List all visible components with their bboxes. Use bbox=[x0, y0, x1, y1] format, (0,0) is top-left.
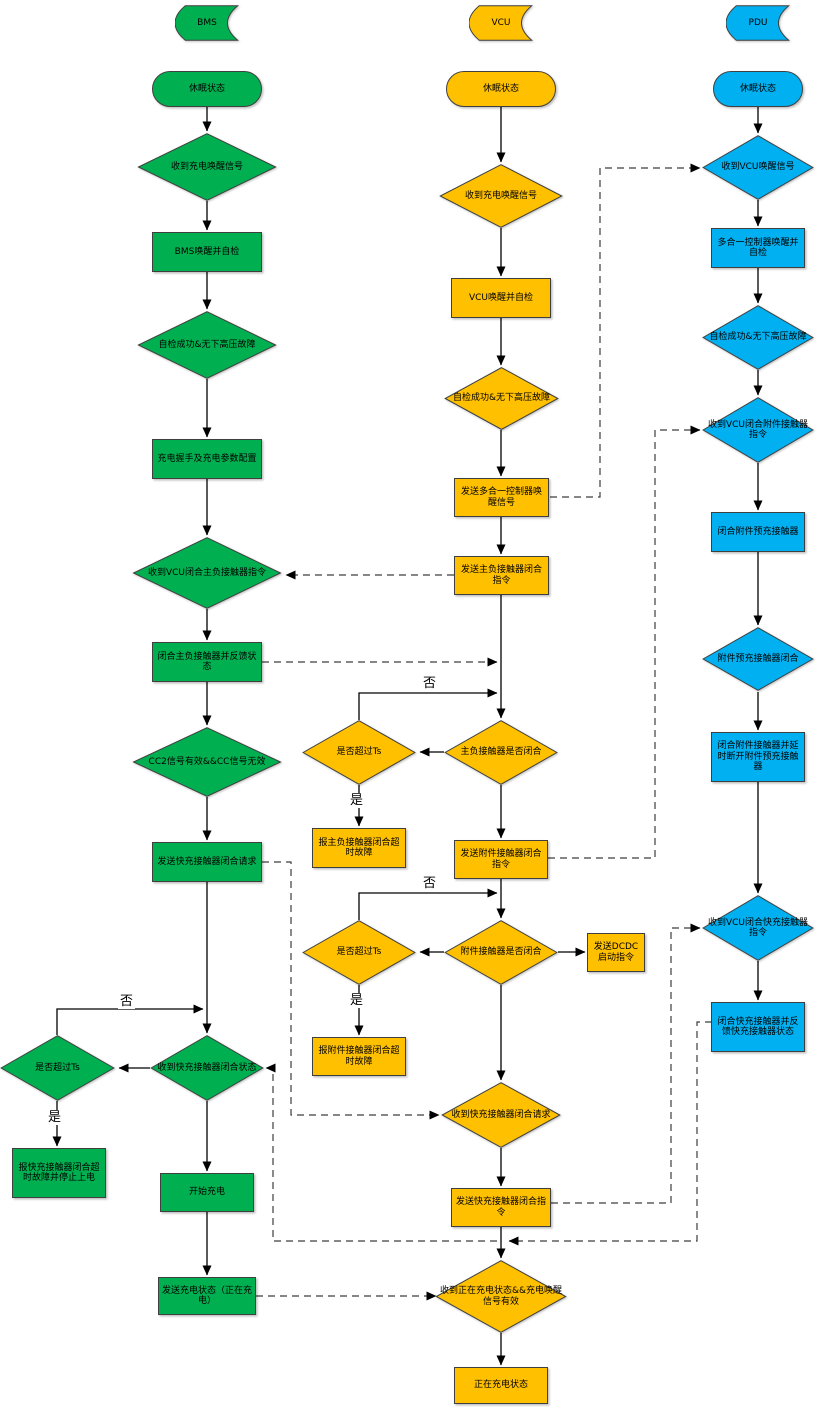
vcu-selfcheck-ok-decision: 自检成功&无下高压故障 bbox=[444, 367, 559, 430]
vcu-recv-fastcharge-request-decision: 收到快充接触器闭合请求 bbox=[441, 1082, 561, 1148]
diamond-shape-icon bbox=[302, 720, 416, 785]
pdu-lane-header: PDU bbox=[726, 5, 790, 41]
card-shape-icon bbox=[175, 5, 239, 41]
diamond-shape-icon bbox=[435, 1260, 567, 1333]
diamond-shape-icon bbox=[444, 920, 558, 985]
diamond-shape-icon bbox=[137, 311, 277, 379]
bms-start-charge-step: 开始充电 bbox=[160, 1173, 254, 1212]
pdu-selfcheck-step: 多合一控制器唤醒并自检 bbox=[711, 228, 805, 268]
bms-recv-charge-wake-decision: 收到充电唤醒信号 bbox=[137, 133, 277, 201]
vcu-send-main-close-step: 发送主负接触器闭合指令 bbox=[454, 556, 549, 595]
card-shape-icon bbox=[726, 5, 790, 41]
bms-send-fastcharge-request-step: 发送快充接触器闭合请求 bbox=[152, 842, 262, 882]
card-shape-icon bbox=[469, 5, 533, 41]
vcu-main-yes-label: 是 bbox=[348, 793, 366, 808]
bms-no-label: 否 bbox=[118, 994, 136, 1009]
bms-handshake-step: 充电握手及充电参数配置 bbox=[152, 439, 262, 479]
vcu-send-acc-close-step: 发送附件接触器闭合指令 bbox=[454, 840, 548, 879]
vcu-send-dcdc-step: 发送DCDC启动指令 bbox=[587, 933, 645, 972]
vcu-main-closed-decision: 主负接触器是否闭合 bbox=[444, 720, 558, 785]
lane-title: PDU bbox=[748, 17, 768, 28]
bms-sleep-state: 休眠状态 bbox=[152, 71, 262, 107]
vcu-recv-charge-wake-decision: 收到充电唤醒信号 bbox=[439, 164, 563, 228]
vcu-acc-no-label: 否 bbox=[421, 876, 439, 891]
diamond-shape-icon bbox=[132, 537, 282, 609]
vcu-main-no-label: 否 bbox=[421, 676, 439, 691]
diamond-shape-icon bbox=[702, 305, 814, 370]
bms-timeout-decision: 是否超过Ts bbox=[0, 1035, 115, 1101]
pdu-recv-acc-close-decision: 收到VCU闭合附件接触器指令 bbox=[702, 397, 814, 463]
diamond-shape-icon bbox=[137, 133, 277, 201]
bms-selfcheck-step: BMS唤醒并自检 bbox=[152, 232, 262, 272]
diamond-shape-icon bbox=[302, 920, 416, 985]
vcu-acc-yes-label: 是 bbox=[348, 993, 366, 1008]
vcu-main-timeout-fault-step: 报主负接触器闭合超时故障 bbox=[312, 828, 406, 868]
pdu-recv-fastcharge-close-decision: 收到VCU闭合快充接触器指令 bbox=[702, 895, 814, 961]
pdu-close-precharge-step: 闭合附件预充接触器 bbox=[711, 512, 805, 552]
pdu-precharge-closed-decision: 附件预充接触器闭合 bbox=[702, 627, 814, 691]
pdu-recv-vcu-wake-decision: 收到VCU唤醒信号 bbox=[702, 135, 814, 200]
diamond-shape-icon bbox=[132, 727, 282, 797]
bms-close-main-step: 闭合主负接触器并反馈状态 bbox=[152, 642, 262, 682]
lane-title: VCU bbox=[491, 17, 511, 28]
bms-cc2-decision: CC2信号有效&&CC信号无效 bbox=[132, 727, 282, 797]
pdu-close-fastcharge-step: 闭合快充接触器并反馈快充接触器状态 bbox=[711, 1002, 805, 1052]
diamond-shape-icon bbox=[150, 1035, 264, 1101]
bms-selfcheck-ok-decision: 自检成功&无下高压故障 bbox=[137, 311, 277, 379]
bms-recv-vcu-close-main-decision: 收到VCU闭合主负接触器指令 bbox=[132, 537, 282, 609]
pdu-close-acc-step: 闭合附件接触器并延时断开附件预充接触器 bbox=[711, 732, 805, 782]
pdu-sleep-state: 休眠状态 bbox=[713, 71, 803, 107]
vcu-send-fastcharge-close-step: 发送快充接触器闭合指令 bbox=[451, 1188, 551, 1227]
diamond-shape-icon bbox=[444, 367, 559, 430]
vcu-timeout1-decision: 是否超过Ts bbox=[302, 720, 416, 785]
pdu-selfcheck-ok-decision: 自检成功&无下高压故障 bbox=[702, 305, 814, 370]
vcu-acc-closed-decision: 附件接触器是否闭合 bbox=[444, 920, 558, 985]
vcu-send-pdu-wake-step: 发送多合一控制器唤醒信号 bbox=[454, 478, 549, 517]
diamond-shape-icon bbox=[441, 1082, 561, 1148]
diamond-shape-icon bbox=[0, 1035, 115, 1101]
vcu-sleep-state: 休眠状态 bbox=[446, 71, 556, 107]
vcu-charging-state: 正在充电状态 bbox=[454, 1367, 548, 1404]
vcu-recv-charging-status-decision: 收到正在充电状态&&充电唤醒信号有效 bbox=[435, 1260, 567, 1333]
bms-yes-label: 是 bbox=[46, 1110, 64, 1125]
bms-lane-header: BMS bbox=[175, 5, 239, 41]
diamond-shape-icon bbox=[702, 895, 814, 961]
diamond-shape-icon bbox=[702, 397, 814, 463]
vcu-lane-header: VCU bbox=[469, 5, 533, 41]
bms-timeout-fault-step: 报快充接触器闭合超时故障并停止上电 bbox=[12, 1148, 106, 1198]
vcu-timeout2-decision: 是否超过Ts bbox=[302, 920, 416, 985]
diamond-shape-icon bbox=[439, 164, 563, 228]
vcu-selfcheck-step: VCU唤醒并自检 bbox=[451, 278, 551, 318]
vcu-acc-timeout-fault-step: 报附件接触器闭合超时故障 bbox=[312, 1037, 406, 1076]
lane-title: BMS bbox=[197, 17, 217, 28]
diamond-shape-icon bbox=[444, 720, 558, 785]
bms-recv-fastcharge-status-decision: 收到快充接触器闭合状态 bbox=[150, 1035, 264, 1101]
diamond-shape-icon bbox=[702, 135, 814, 200]
diamond-shape-icon bbox=[702, 627, 814, 691]
bms-send-charging-status-step: 发送充电状态（正在充电） bbox=[158, 1277, 256, 1315]
